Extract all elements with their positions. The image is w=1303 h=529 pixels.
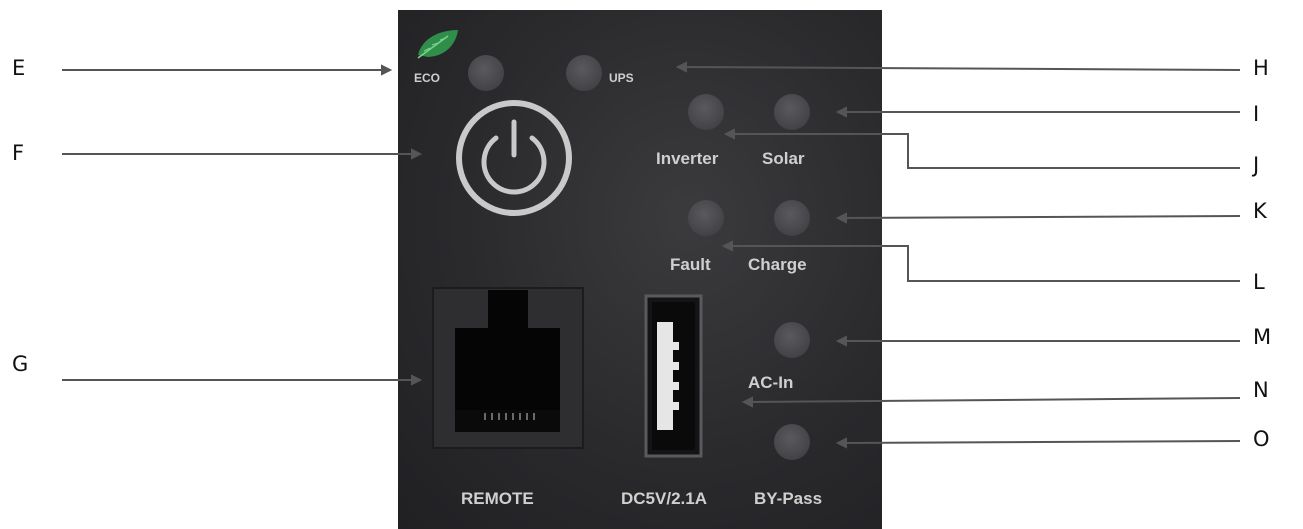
eco-label: ECO bbox=[414, 71, 441, 85]
inverter-led-indicator bbox=[688, 94, 724, 130]
solar-led-indicator bbox=[774, 94, 810, 130]
ac-in-label: AC-In bbox=[748, 373, 794, 392]
charge-label: Charge bbox=[748, 255, 807, 274]
eco-led-indicator bbox=[468, 55, 504, 91]
callout-m: M bbox=[1253, 325, 1272, 349]
remote-label: REMOTE bbox=[461, 489, 534, 508]
usb-port-icon bbox=[644, 294, 703, 458]
by-pass-label: BY-Pass bbox=[754, 489, 823, 508]
callout-f: F bbox=[12, 141, 25, 165]
callout-e: E bbox=[12, 56, 26, 80]
callout-o: O bbox=[1253, 427, 1270, 451]
ups-label: UPS bbox=[609, 71, 634, 85]
usb-rating-label: DC5V/2.1A bbox=[621, 489, 707, 508]
callout-j: J bbox=[1253, 153, 1260, 177]
callout-i: I bbox=[1253, 102, 1260, 126]
ac-in-led-indicator bbox=[774, 322, 810, 358]
callout-g: G bbox=[12, 352, 29, 376]
solar-label: Solar bbox=[762, 149, 805, 168]
eco-leaf-icon bbox=[417, 30, 458, 59]
callout-n: N bbox=[1253, 378, 1269, 402]
callout-l: L bbox=[1253, 270, 1265, 294]
power-icon bbox=[456, 100, 572, 216]
callout-h: H bbox=[1253, 56, 1269, 80]
inverter-label: Inverter bbox=[656, 149, 719, 168]
callout-k: K bbox=[1253, 199, 1267, 223]
remote-port-icon bbox=[432, 287, 584, 449]
ups-led-indicator bbox=[566, 55, 602, 91]
fault-led-indicator bbox=[688, 200, 724, 236]
fault-label: Fault bbox=[670, 255, 711, 274]
callout-lines bbox=[62, 61, 1241, 449]
charge-led-indicator bbox=[774, 200, 810, 236]
by-pass-led-indicator bbox=[774, 424, 810, 460]
